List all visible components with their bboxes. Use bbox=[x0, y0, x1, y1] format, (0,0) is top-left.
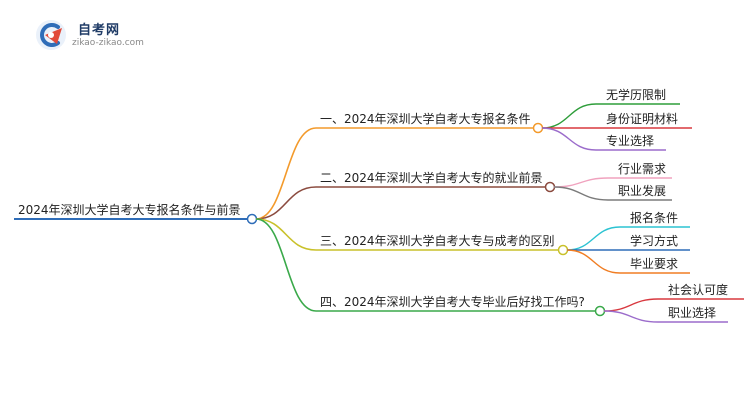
leaf-node-label: 职业发展 bbox=[618, 183, 666, 198]
leaf-node-label: 社会认可度 bbox=[668, 282, 728, 297]
root-node-label: 2024年深圳大学自考大专报名条件与前景 bbox=[18, 202, 241, 217]
leaf-node-label: 职业选择 bbox=[668, 306, 716, 320]
brand-logo-icon bbox=[36, 20, 66, 50]
leaf-edge bbox=[553, 186, 609, 201]
branch-edge bbox=[255, 218, 317, 251]
branch-node-connector bbox=[544, 181, 556, 193]
leaf-node-label: 学习方式 bbox=[630, 233, 678, 248]
brand-name: 自考网 bbox=[78, 23, 121, 38]
branch-node-label: 二、2024年深圳大学自考大专的就业前景 bbox=[320, 170, 543, 185]
leaf-node-label: 毕业要求 bbox=[630, 257, 678, 271]
leaf-edge bbox=[603, 310, 659, 323]
leaf-node-label: 身份证明材料 bbox=[606, 111, 678, 126]
branch-node-connector bbox=[557, 244, 569, 256]
branch-node-label: 四、2024年深圳大学自考大专毕业后好找工作吗? bbox=[320, 294, 585, 309]
leaf-edge bbox=[566, 226, 621, 251]
leaf-edge bbox=[566, 249, 621, 274]
branch-edge bbox=[255, 127, 317, 220]
root-node-connector bbox=[246, 213, 258, 225]
branch-edge bbox=[255, 218, 317, 312]
leaf-edge bbox=[603, 298, 659, 312]
brand-logo: 自考网 zikao-zikao.com bbox=[34, 18, 154, 54]
branch-edge bbox=[255, 186, 317, 220]
branch-node-label: 三、2024年深圳大学自考大专与成考的区别 bbox=[320, 233, 555, 248]
branch-node-connector bbox=[532, 122, 544, 134]
leaf-node-label: 报名条件 bbox=[630, 210, 678, 225]
leaf-edge bbox=[541, 103, 597, 129]
branch-node-label: 一、2024年深圳大学自考大专报名条件 bbox=[320, 111, 531, 126]
branch-node-connector bbox=[594, 305, 606, 317]
leaf-node-label: 无学历限制 bbox=[606, 87, 666, 102]
leaf-node-label: 行业需求 bbox=[618, 162, 666, 176]
leaf-edge bbox=[553, 177, 609, 188]
leaf-node-label: 专业选择 bbox=[606, 133, 654, 148]
brand-url: zikao-zikao.com bbox=[72, 38, 144, 48]
leaf-edge bbox=[541, 127, 597, 151]
